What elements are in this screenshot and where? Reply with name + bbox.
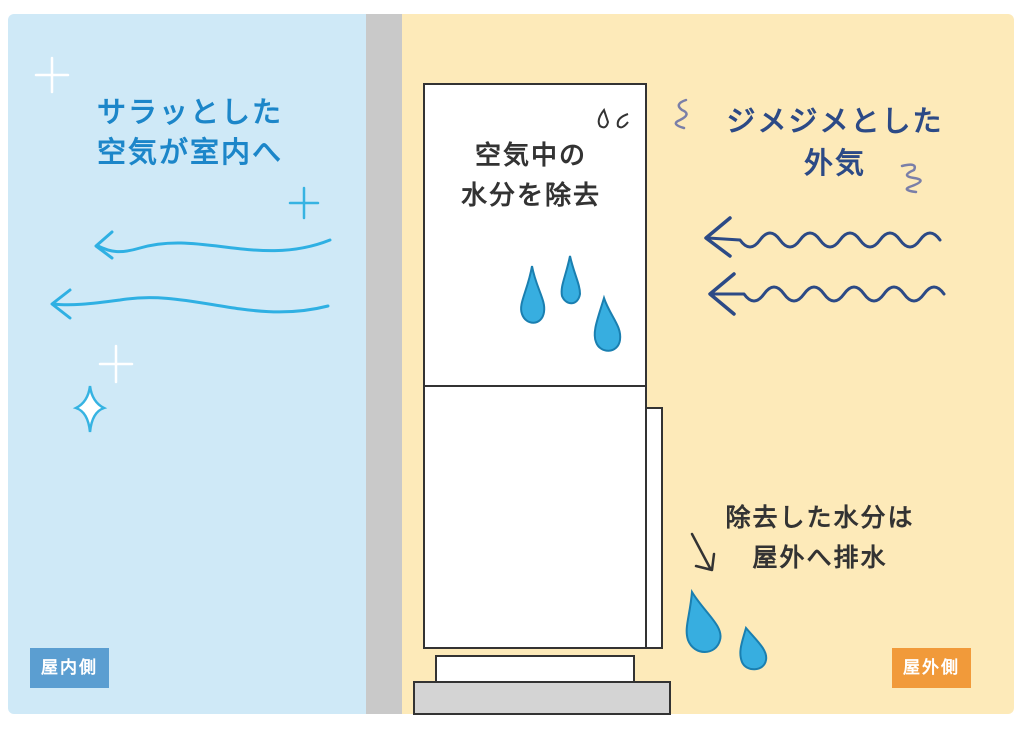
sparkle-icon — [98, 344, 134, 384]
water-droplet-icon — [739, 625, 768, 671]
device-base-top — [435, 655, 635, 683]
indoor-flow-arrow-1 — [96, 238, 332, 254]
outdoor-humid-arrow-1 — [706, 231, 942, 249]
device-caption: 空気中の 水分を除去 — [460, 141, 601, 211]
drain-arrow-icon — [690, 532, 716, 572]
indoor-air-caption: サラッとした 空気が室内へ — [96, 95, 283, 169]
water-droplet-icon — [520, 265, 546, 324]
water-droplet-icon — [593, 294, 622, 352]
drain-caption: 除去した水分は 屋外へ排水 — [725, 503, 915, 572]
humidity-squiggle-icon — [900, 163, 922, 194]
outdoor-air-caption: ジメジメとした 外気 — [726, 104, 944, 180]
indoor-side-panel — [8, 14, 368, 714]
sparkle-star-icon — [72, 385, 108, 433]
water-droplet-icon — [560, 255, 582, 305]
outdoor-humid-arrow-2 — [710, 285, 946, 303]
humidity-squiggle-icon — [674, 98, 688, 130]
indoor-side-badge: 屋内側 — [30, 648, 109, 688]
indoor-flow-arrow-2 — [52, 296, 330, 314]
outdoor-humid-arrow-2-head — [708, 272, 736, 316]
small-droplet-icon — [616, 113, 629, 129]
indoor-flow-arrow-1-head — [94, 230, 114, 260]
outdoor-side-badge: 屋外側 — [892, 648, 971, 688]
sparkle-icon — [288, 186, 320, 220]
sparkle-icon — [34, 56, 70, 94]
water-droplet-icon — [685, 588, 722, 653]
device-lower-body — [423, 385, 647, 649]
device-base-bottom — [413, 681, 671, 715]
small-droplet-icon — [597, 107, 610, 129]
indoor-flow-arrow-2-head — [50, 288, 72, 320]
outdoor-humid-arrow-1-head — [704, 216, 732, 258]
wall — [366, 14, 402, 714]
